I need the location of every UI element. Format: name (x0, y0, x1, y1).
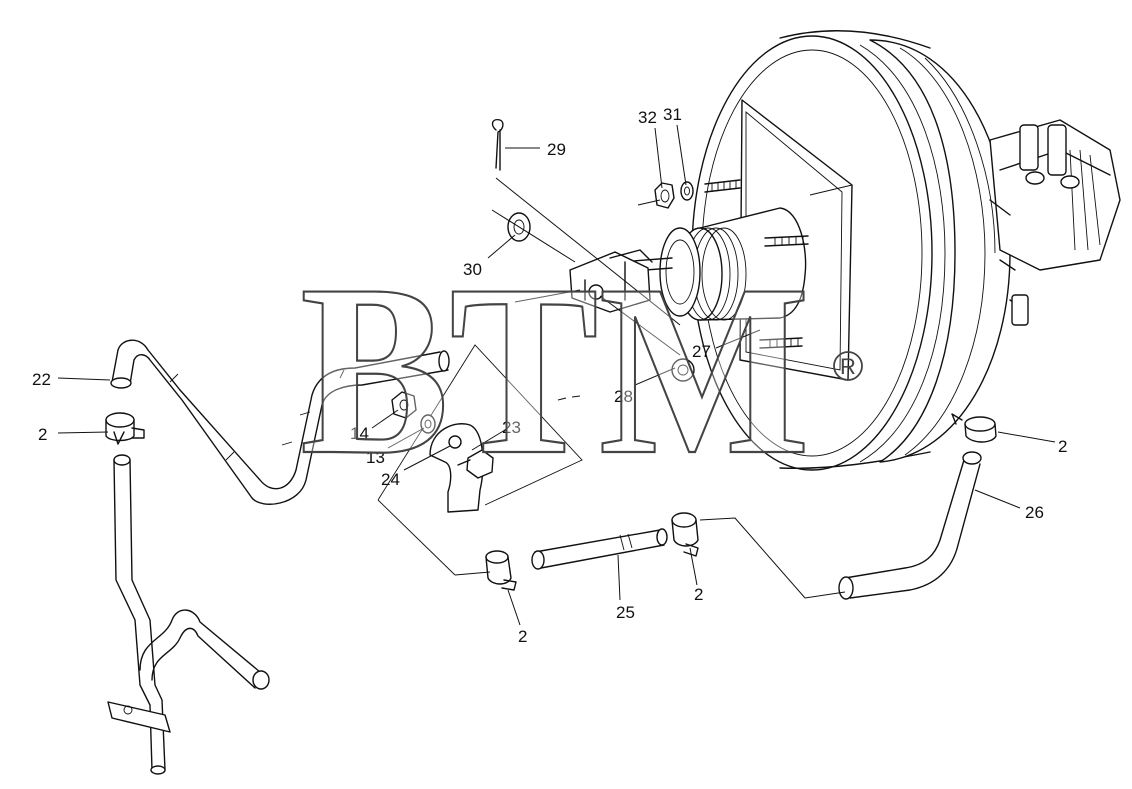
hose-clamp-2-left (485, 550, 517, 591)
clevis-yoke (569, 249, 653, 313)
hose-25 (531, 528, 668, 570)
brake-booster (619, 30, 1121, 471)
btm-watermark: BTM R (299, 233, 863, 506)
nut-14 (391, 391, 417, 419)
callout-2-clamp-left: 2 (38, 425, 47, 444)
callout-30: 30 (463, 260, 482, 279)
hose-clamp-left (105, 412, 145, 445)
hose-clamp-2-booster (951, 413, 997, 443)
callout-24: 24 (381, 470, 400, 489)
hose-clamp-2-right (671, 512, 699, 557)
assembly-guide-lines (454, 177, 846, 599)
cotter-pin-29 (491, 118, 504, 171)
booster-stud-lower (759, 337, 803, 349)
callout-2-clamp-lower: 2 (518, 627, 527, 646)
booster-stud-middle (764, 235, 809, 247)
callout-22: 22 (32, 370, 51, 389)
callout-13: 13 (366, 448, 385, 467)
callout-14: 14 (350, 424, 369, 443)
vertical-pipe (107, 454, 270, 775)
nut-32 (654, 182, 675, 209)
callout-27: 27 (692, 342, 711, 361)
clevis-pin-28 (671, 358, 695, 382)
callout-25: 25 (616, 603, 635, 622)
washer-13 (420, 414, 436, 434)
callout-26: 26 (1025, 503, 1044, 522)
callout-31: 31 (663, 105, 682, 124)
vacuum-pipe-22 (110, 339, 450, 505)
hose-26 (838, 451, 982, 600)
leader-lines (57, 124, 1056, 626)
registered-mark: R (840, 354, 856, 379)
callout-29: 29 (547, 140, 566, 159)
callout-23: 23 (502, 418, 521, 437)
booster-stud-upper (704, 179, 741, 193)
callout-28: 28 (614, 387, 633, 406)
bolt-23 (457, 449, 494, 479)
callout-2-booster-clamp: 2 (1058, 437, 1067, 456)
watermark-text: BTM (300, 234, 810, 505)
callout-2-clamp-right: 2 (694, 585, 703, 604)
callout-32: 32 (638, 108, 657, 127)
callout-labels: 2 22 14 13 24 23 29 32 31 30 27 28 25 2 … (32, 105, 1067, 646)
registered-mark-circle (833, 351, 863, 381)
washer-31 (680, 181, 694, 201)
